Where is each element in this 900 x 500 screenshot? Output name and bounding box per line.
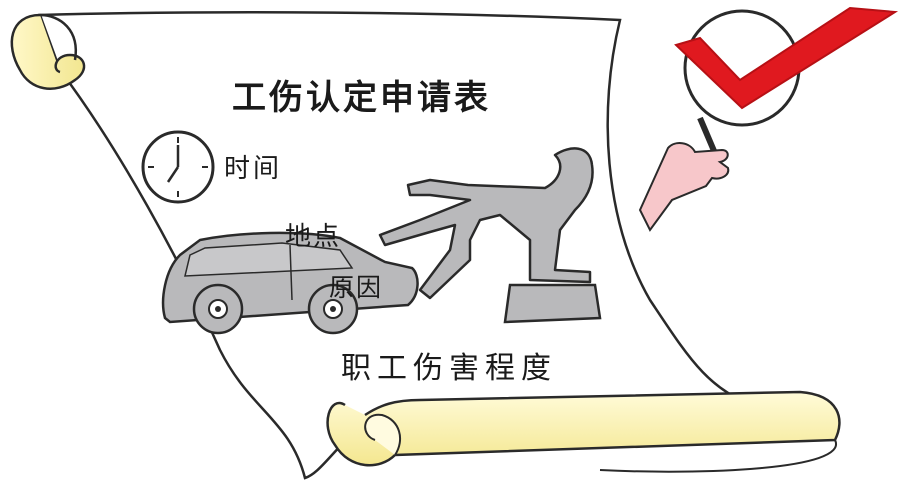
car-icon xyxy=(161,231,419,335)
person-icon xyxy=(378,147,602,324)
form-title: 工伤认定申请表 xyxy=(232,78,491,118)
scroll-paper xyxy=(10,11,841,480)
hand-icon xyxy=(638,142,730,232)
injury-degree-label: 职工伤害程度 xyxy=(341,351,557,386)
reason-label: 原因 xyxy=(329,273,384,302)
time-label: 时间 xyxy=(224,154,283,184)
clock-icon xyxy=(141,130,215,204)
place-label: 地点 xyxy=(285,222,342,252)
checkmark-sign-icon xyxy=(674,6,899,167)
